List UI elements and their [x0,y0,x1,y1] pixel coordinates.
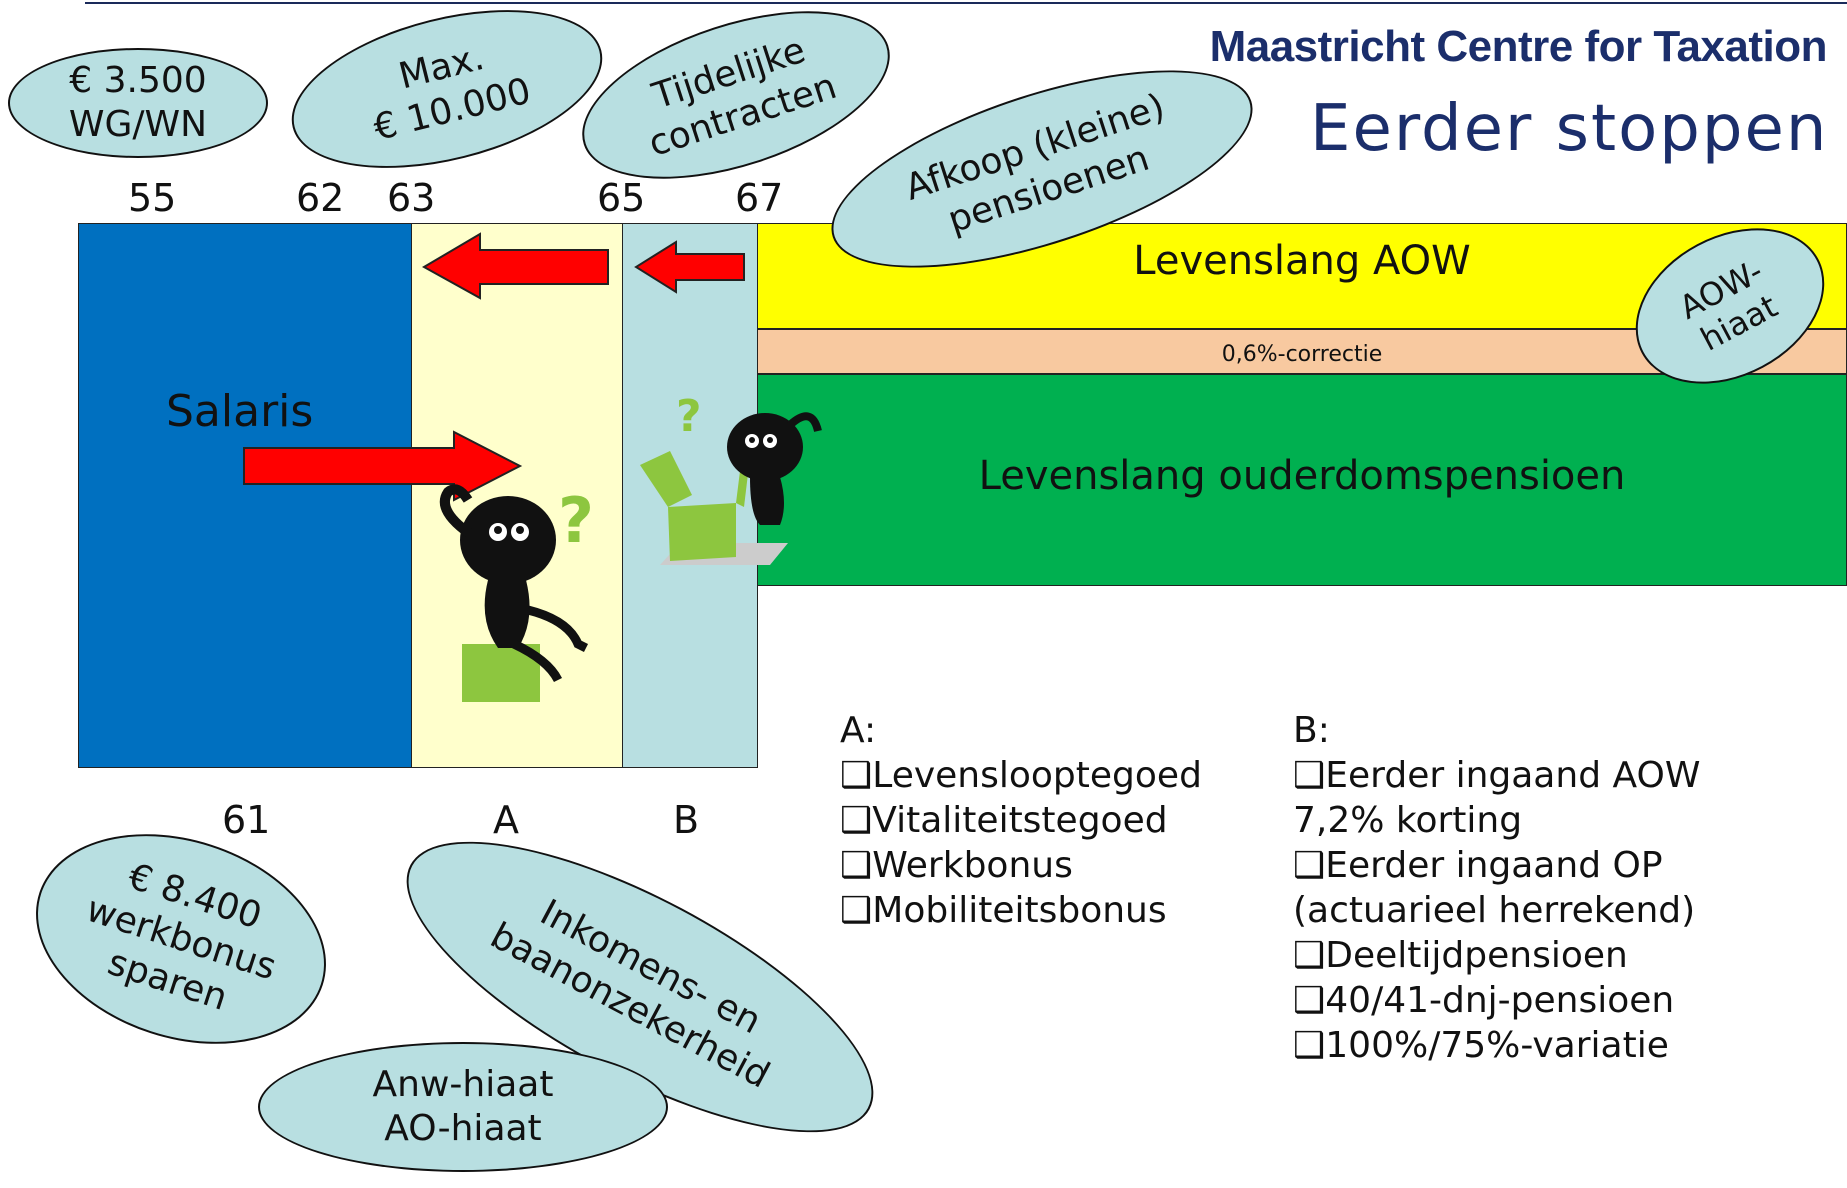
label-a: A [493,798,519,842]
list-item: ❑100%/75%-variatie [1293,1025,1669,1066]
bubble-anw-ao-hiaat: Anw-hiaat AO-hiaat [258,1042,668,1172]
bubble-werkbonus: € 8.400 werkbonus sparen [8,798,354,1080]
age-label-67: 67 [735,176,784,220]
left-arrow-icon [634,240,745,294]
bubble-max: Max. € 10.000 [275,0,619,197]
list-item: ❑Deeltijdpensioen [1293,935,1628,976]
ouderdomspensioen-label: Levenslang ouderdomspensioen [978,453,1626,499]
block-b [622,223,758,768]
label-b: B [673,798,700,842]
list-item: ❑Eerder ingaand AOW [1293,755,1701,796]
list-item: ❑Mobiliteitsbonus [840,890,1167,931]
age-label-55: 55 [128,176,177,220]
right-arrow-icon [243,430,523,502]
correctie-label: 0,6%-correctie [1221,342,1383,367]
brand-logo-text: Maastricht Centre for Taxation [1209,22,1828,71]
aow-label: Levenslang AOW [1133,238,1471,284]
ouderdomspensioen-band: Levenslang ouderdomspensioen [757,374,1847,586]
list-item: (actuarieel herrekend) [1293,890,1696,931]
list-item: ❑Levenslooptegoed [840,755,1202,796]
svg-text:?: ? [676,395,702,442]
box-figure-icon: ? [640,395,822,565]
age-label-62: 62 [296,176,345,220]
list-item: ❑40/41-dnj-pensioen [1293,980,1675,1021]
svg-text:?: ? [558,484,594,557]
list-b: B: ❑Eerder ingaand AOW 7,2% korting ❑Eer… [1293,708,1700,1068]
bubble-wgwn: € 3.500 WG/WN [8,48,268,158]
left-arrow-icon [421,232,609,300]
list-item: ❑Eerder ingaand OP [1293,845,1663,886]
list-b-heading: B: [1293,710,1330,751]
list-item: 7,2% korting [1293,800,1523,841]
salaris-block [78,223,412,768]
top-rule [85,2,1847,4]
list-item: ❑Vitaliteitstegoed [840,800,1168,841]
thinking-figure-icon: ? [439,484,594,702]
list-a: A: ❑Levenslooptegoed ❑Vitaliteitstegoed … [840,708,1202,933]
list-item: ❑Werkbonus [840,845,1073,886]
salaris-label: Salaris [166,386,314,437]
age-label-61: 61 [222,798,271,842]
list-a-heading: A: [840,710,877,751]
age-label-63: 63 [387,176,436,220]
age-label-65: 65 [597,176,646,220]
page-title: Eerder stoppen [1310,92,1829,166]
